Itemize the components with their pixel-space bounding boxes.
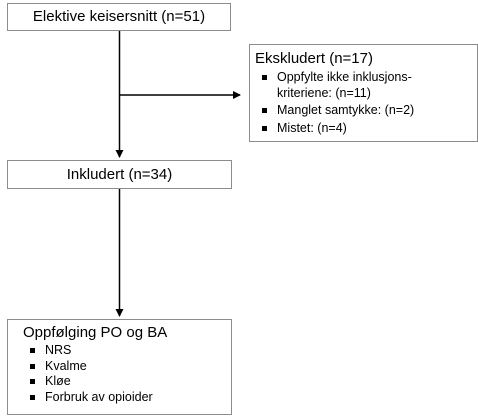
excluded-box-title: Ekskludert (n=17) bbox=[255, 50, 373, 67]
excluded-reasons-list: Oppfylte ikke inklusjons- kriteriene: (n… bbox=[255, 70, 471, 136]
list-item: Mistet: (n=4) bbox=[255, 121, 471, 137]
included-box: Inkludert (n=34) bbox=[7, 160, 232, 189]
list-item-text: Forbruk av opioider bbox=[45, 389, 153, 404]
list-item-text: Mistet: (n=4) bbox=[277, 120, 347, 135]
list-item-text: NRS bbox=[45, 343, 72, 357]
list-item: Manglet samtykke: (n=2) bbox=[255, 103, 471, 119]
list-item-text: Kvalme bbox=[45, 358, 87, 373]
start-box-label: Elektive keisersnitt (n=51) bbox=[32, 8, 206, 25]
list-item-text: Kløe bbox=[45, 374, 71, 388]
followup-box-title: Oppfølging PO og BA bbox=[23, 324, 168, 341]
followup-measures-list: NRS Kvalme Kløe Forbruk av opioider bbox=[23, 343, 225, 405]
list-item-text-continued: kriteriene: (n=11) bbox=[277, 85, 371, 100]
followup-box: Oppfølging PO og BA NRS Kvalme Kløe Forb… bbox=[7, 319, 232, 415]
list-item: Forbruk av opioider bbox=[23, 390, 225, 406]
list-item: Kløe bbox=[23, 374, 225, 390]
list-item-text: Oppfylte ikke inklusjons- bbox=[277, 70, 412, 84]
list-item: NRS bbox=[23, 343, 225, 359]
included-box-label: Inkludert (n=34) bbox=[66, 165, 173, 183]
list-item: Kvalme bbox=[23, 359, 225, 375]
start-box: Elektive keisersnitt (n=51) bbox=[7, 3, 231, 31]
list-item-text: Manglet samtykke: (n=2) bbox=[277, 103, 415, 117]
list-item: Oppfylte ikke inklusjons- kriteriene: (n… bbox=[255, 70, 471, 101]
excluded-box: Ekskludert (n=17) Oppfylte ikke inklusjo… bbox=[249, 44, 478, 142]
